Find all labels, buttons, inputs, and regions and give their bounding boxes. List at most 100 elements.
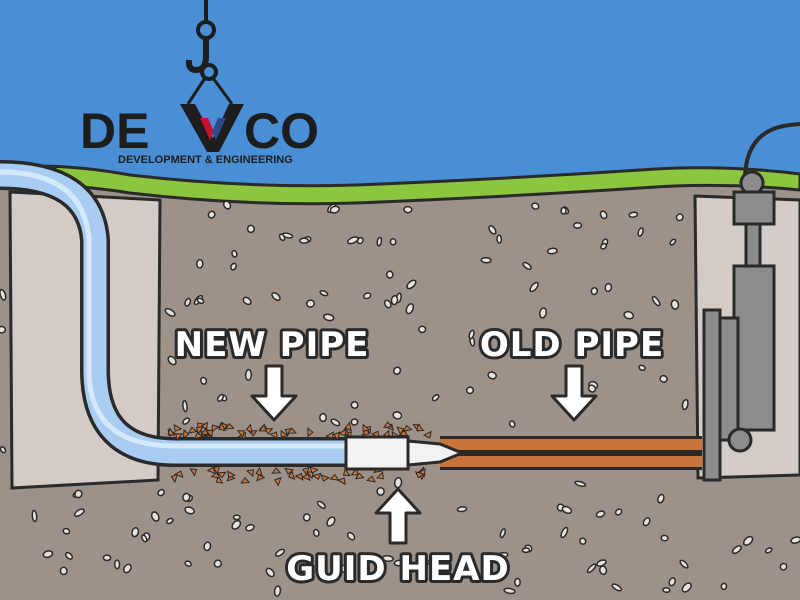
pipe-fragment	[245, 469, 254, 478]
pebble	[242, 296, 252, 306]
pebble	[113, 559, 121, 570]
pebble	[175, 339, 182, 348]
pipe-fragment	[174, 470, 184, 479]
pebble	[167, 355, 177, 366]
old-pipe-top	[440, 439, 702, 450]
pebble	[514, 577, 521, 587]
pebble	[679, 559, 689, 569]
pebble	[305, 299, 316, 308]
pipe-fragment	[402, 424, 413, 433]
pipe-fragment	[337, 428, 347, 437]
pebble	[405, 303, 415, 315]
pebble	[681, 582, 692, 593]
pebble	[302, 513, 311, 522]
pebble	[330, 418, 341, 427]
new-pipe-highlight	[0, 169, 350, 449]
pebble	[657, 493, 665, 504]
pebble	[274, 548, 286, 557]
pebble	[370, 573, 382, 582]
pipe-fragment	[271, 467, 282, 474]
pebble	[496, 234, 503, 244]
pebble	[764, 547, 773, 554]
old-pipe-arrow-icon	[550, 364, 598, 422]
pebble	[651, 295, 661, 307]
pebble	[203, 541, 212, 552]
pebble	[200, 376, 208, 385]
pipe-fragment	[375, 471, 384, 480]
pipe-fragment	[286, 427, 297, 434]
pebble	[207, 210, 216, 219]
pipe-fragment	[342, 467, 351, 477]
logo-v-mark	[180, 104, 244, 152]
pebble	[42, 550, 54, 559]
pebble	[182, 399, 188, 413]
pebble	[720, 582, 728, 591]
old-pipe-label: OLD PIPE	[480, 325, 664, 365]
pebble	[196, 297, 205, 305]
machine-cable	[743, 122, 800, 181]
pipe-fragment	[337, 477, 346, 486]
pipe-fragment	[309, 466, 319, 474]
pebble	[675, 213, 684, 222]
pebble	[73, 508, 85, 518]
pipe-fragment	[307, 427, 314, 438]
pipe-fragment	[175, 433, 184, 442]
pebble	[468, 329, 475, 340]
pebble	[319, 412, 327, 423]
pipe-fragment	[236, 430, 245, 439]
pipe-fragment	[205, 429, 214, 438]
pebble	[278, 233, 286, 242]
pebble	[431, 394, 440, 402]
pebble	[376, 236, 383, 247]
crane-hook-icon	[185, 0, 234, 105]
pipe-fragment	[189, 468, 198, 477]
pebble	[150, 511, 160, 522]
pebble	[184, 506, 195, 515]
pebble	[669, 238, 677, 246]
pebble	[587, 384, 597, 393]
pebble	[222, 200, 232, 210]
grass-strip	[0, 164, 800, 206]
pebble	[503, 587, 516, 595]
pebble	[312, 528, 320, 537]
pebble	[579, 537, 587, 545]
pebble	[604, 282, 613, 293]
pebble	[522, 261, 532, 270]
pebble	[488, 225, 497, 235]
pebble	[316, 500, 326, 509]
pebble	[742, 535, 754, 546]
pebble	[319, 290, 329, 297]
pebble	[790, 536, 800, 544]
pebble	[213, 559, 223, 568]
pipe-fragment	[305, 471, 314, 480]
pebble	[487, 371, 498, 380]
pebble	[184, 560, 192, 567]
soil-pebbles	[0, 200, 800, 597]
pebble	[392, 411, 403, 420]
pebble	[385, 270, 394, 279]
pebble	[662, 587, 671, 593]
pebble	[0, 325, 7, 334]
pebble	[182, 492, 191, 502]
pebble	[574, 480, 587, 488]
pebble	[586, 563, 597, 574]
pipe-fragment	[416, 423, 425, 431]
pebble	[216, 393, 225, 403]
pebble	[406, 279, 417, 290]
pebble	[230, 262, 237, 271]
pipe-fragment	[325, 431, 335, 440]
pebble	[157, 488, 165, 497]
pipe-fragment	[269, 431, 278, 440]
pebble	[637, 227, 644, 237]
pipe-fragment	[215, 474, 224, 484]
pipe-fragment	[344, 421, 352, 432]
pebble	[418, 325, 427, 334]
pipe-fragment	[193, 431, 204, 440]
pipe-fragment	[212, 464, 221, 475]
logo-name-left: DE	[80, 103, 149, 159]
pipe-fragment	[167, 427, 176, 436]
pebble	[245, 523, 255, 532]
pipe-fragment	[333, 431, 341, 441]
pipe-fragment	[361, 426, 370, 436]
pipe-fragment	[396, 426, 405, 436]
